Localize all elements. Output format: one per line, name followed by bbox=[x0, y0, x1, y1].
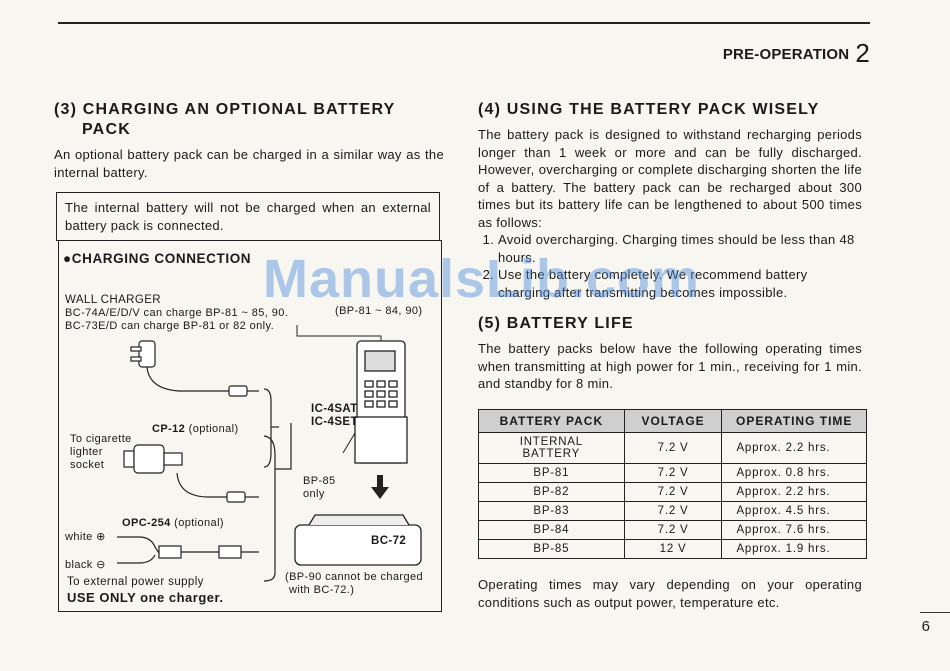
battery-life-table: BATTERY PACK VOLTAGE OPERATING TIME INTE… bbox=[478, 409, 867, 559]
radio-illustration bbox=[354, 340, 408, 464]
table-cell: 7.2 V bbox=[623, 501, 723, 521]
cigarette-label-3: socket bbox=[70, 459, 105, 471]
table-cell: Approx. 1.9 hrs. bbox=[721, 539, 867, 559]
section-5-body: The battery packs below have the followi… bbox=[478, 341, 862, 391]
bc74-note: BC-74A/E/D/V can charge BP-81 ~ 85, 90. bbox=[65, 307, 289, 319]
bc73-note: BC-73E/D can charge BP-81 or 82 only. bbox=[65, 320, 275, 332]
minus-icon: ⊖ bbox=[96, 559, 106, 571]
bp90-note-2: with BC-72.) bbox=[289, 584, 355, 596]
table-row: BP-84 7.2 V Approx. 7.6 hrs. bbox=[478, 520, 867, 540]
tips-list: Avoid overcharging. Charging times shoul… bbox=[478, 231, 862, 301]
table-cell: Approx. 7.6 hrs. bbox=[721, 520, 867, 540]
table-cell: BP-85 bbox=[478, 539, 625, 559]
cigarette-adapter-illustration bbox=[123, 444, 259, 503]
bottom-rule bbox=[920, 612, 950, 613]
bp90-note-1: (BP-90 cannot be charged bbox=[285, 571, 424, 583]
operating-time-footnote: Operating times may vary depending on yo… bbox=[478, 577, 862, 610]
opc254-cable-illustration bbox=[117, 536, 259, 564]
table-cell: Approx. 2.2 hrs. bbox=[721, 482, 867, 502]
top-rule bbox=[58, 22, 870, 24]
opc254-name: OPC-254 bbox=[122, 517, 171, 529]
table-header-row: BATTERY PACK VOLTAGE OPERATING TIME bbox=[478, 409, 867, 433]
radio-model-1: IC-4SAT bbox=[311, 403, 358, 415]
table-row: INTERNAL BATTERY 7.2 V Approx. 2.2 hrs. bbox=[478, 432, 867, 464]
section-4-heading: (4) USING THE BATTERY PACK WISELY bbox=[478, 101, 820, 118]
table-cell: 7.2 V bbox=[623, 432, 723, 464]
table-cell: Approx. 0.8 hrs. bbox=[721, 463, 867, 483]
diagram-title: ●CHARGING CONNECTION bbox=[63, 251, 252, 266]
tip-item-2: Use the battery completely. We recommend… bbox=[498, 266, 862, 301]
watermark: ManualsLib.com bbox=[263, 249, 701, 309]
table-cell: Approx. 2.2 hrs. bbox=[721, 432, 867, 464]
table-row: BP-85 12 V Approx. 1.9 hrs. bbox=[478, 539, 867, 559]
wall-adapter-illustration bbox=[130, 340, 259, 397]
col-header-voltage: VOLTAGE bbox=[623, 409, 723, 433]
bp85-label-2: only bbox=[303, 488, 325, 500]
plus-icon: ⊕ bbox=[96, 531, 106, 543]
bc72-charger-illustration bbox=[294, 514, 422, 566]
table-cell: BP-84 bbox=[478, 520, 625, 540]
bc72-label: BC-72 bbox=[371, 535, 407, 547]
tip-item-1: Avoid overcharging. Charging times shoul… bbox=[498, 231, 862, 266]
page-number: 6 bbox=[921, 618, 930, 635]
table-cell: BP-83 bbox=[478, 501, 625, 521]
table-row: BP-83 7.2 V Approx. 4.5 hrs. bbox=[478, 501, 867, 521]
section-title: PRE-OPERATION bbox=[722, 46, 850, 63]
section-3-intro: An optional battery pack can be charged … bbox=[54, 147, 444, 180]
chapter-number: 2 bbox=[855, 38, 870, 68]
opc254-optional: (optional) bbox=[174, 517, 224, 529]
cigarette-label-2: lighter bbox=[70, 446, 103, 458]
table-cell: BP-82 bbox=[478, 482, 625, 502]
bp-range-label: (BP-81 ~ 84, 90) bbox=[335, 305, 423, 317]
down-arrow-icon bbox=[371, 475, 389, 499]
table-cell: INTERNAL BATTERY bbox=[478, 432, 625, 464]
col-header-battery-pack: BATTERY PACK bbox=[478, 409, 625, 433]
external-power-label: To external power supply bbox=[67, 576, 204, 588]
table-cell: BP-81 bbox=[478, 463, 625, 483]
section-4-body: The battery pack is designed to withstan… bbox=[478, 127, 862, 230]
wall-charger-label: WALL CHARGER bbox=[65, 294, 161, 306]
table-cell: 12 V bbox=[623, 539, 723, 559]
cp12-name: CP-12 bbox=[152, 423, 186, 435]
section-3-heading-line2: PACK bbox=[82, 121, 131, 138]
table-cell: 7.2 V bbox=[623, 520, 723, 540]
table-row: BP-81 7.2 V Approx. 0.8 hrs. bbox=[478, 463, 867, 483]
right-column: (4) USING THE BATTERY PACK WISELY The ba… bbox=[478, 100, 862, 393]
use-only-warning: USE ONLY one charger. bbox=[67, 590, 224, 605]
section-3-heading-line1: (3) CHARGING AN OPTIONAL BATTERY bbox=[54, 101, 396, 118]
page-header: PRE-OPERATION 2 bbox=[723, 38, 870, 69]
white-label: white bbox=[65, 531, 93, 543]
cp12-optional: (optional) bbox=[188, 423, 239, 435]
note-box: The internal battery will not be charged… bbox=[56, 192, 440, 241]
table-cell: 7.2 V bbox=[623, 463, 723, 483]
table-cell: 7.2 V bbox=[623, 482, 723, 502]
section-3-heading: (3) CHARGING AN OPTIONAL BATTERY PACK bbox=[54, 100, 444, 140]
charging-diagram-box: ●CHARGING CONNECTION WALL CHARGER BC-74A… bbox=[58, 240, 442, 612]
table-cell: Approx. 4.5 hrs. bbox=[721, 501, 867, 521]
left-column: (3) CHARGING AN OPTIONAL BATTERY PACK An… bbox=[54, 100, 444, 241]
section-5-heading: (5) BATTERY LIFE bbox=[478, 315, 634, 332]
table-row: BP-82 7.2 V Approx. 2.2 hrs. bbox=[478, 482, 867, 502]
col-header-operating-time: OPERATING TIME bbox=[721, 409, 867, 433]
black-label: black bbox=[65, 559, 93, 571]
bp85-label-1: BP-85 bbox=[303, 475, 336, 487]
wiring-illustration bbox=[117, 325, 422, 582]
radio-model-2: IC-4SET bbox=[311, 416, 358, 428]
cigarette-label-1: To cigarette bbox=[70, 433, 132, 445]
